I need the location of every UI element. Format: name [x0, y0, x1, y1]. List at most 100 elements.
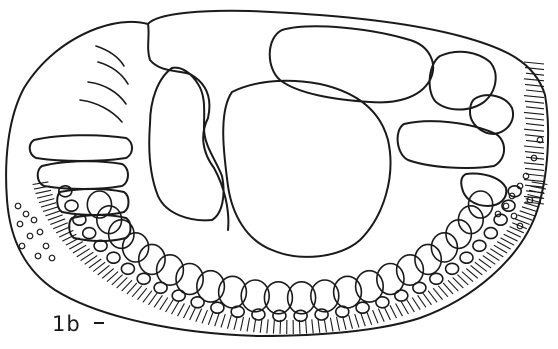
label-tick [94, 322, 104, 324]
fringe-line [524, 96, 544, 98]
septum [401, 302, 408, 315]
small-cell [83, 228, 96, 239]
septum [37, 195, 53, 199]
fringe-line [524, 180, 544, 182]
fringe-line [524, 163, 544, 165]
figure-label: 1b [52, 312, 81, 336]
septum [299, 320, 300, 334]
septum [143, 291, 152, 303]
small-cell [65, 200, 78, 211]
small-cell [121, 263, 134, 274]
septum [215, 313, 220, 326]
septum [160, 298, 168, 310]
septum [260, 319, 262, 333]
septum [504, 234, 518, 241]
fringe-line [524, 79, 544, 81]
fringe-line [525, 68, 544, 70]
small-cell [395, 290, 408, 301]
left-chamber-1 [30, 135, 132, 161]
small-cell [294, 310, 307, 321]
septum [208, 312, 213, 325]
small-cell [336, 306, 349, 317]
septum [373, 310, 378, 323]
septum [343, 316, 346, 330]
septum [221, 314, 225, 328]
right-chamber-2 [470, 95, 513, 134]
right-chamber-4 [461, 174, 506, 206]
left-chamber-2 [38, 161, 128, 189]
septum [196, 309, 202, 322]
septum [247, 318, 250, 332]
septum [45, 211, 60, 216]
septum [412, 298, 420, 310]
septum [202, 310, 207, 323]
septum [178, 304, 185, 317]
small-cell [460, 252, 473, 263]
septum [43, 207, 58, 212]
septum [234, 316, 237, 330]
septum [172, 302, 179, 315]
septum [520, 211, 535, 216]
speckle [49, 255, 55, 261]
small-cell [154, 282, 167, 293]
upper-chamber [270, 26, 433, 102]
speckle [43, 243, 49, 249]
septum [324, 318, 326, 332]
fringe-line [526, 157, 544, 159]
septum [318, 319, 320, 333]
septum [355, 314, 359, 328]
speckle [19, 243, 25, 249]
right-chamber-3 [398, 121, 504, 168]
septum [149, 293, 158, 305]
septum [378, 309, 384, 322]
septum [254, 318, 256, 332]
speckle [27, 233, 33, 239]
septum [384, 307, 390, 320]
septum [273, 320, 274, 334]
small-cell [484, 228, 497, 239]
fringe-line [524, 129, 544, 131]
fringe-line [525, 168, 544, 170]
septum [53, 223, 67, 229]
septum [280, 320, 281, 334]
speckle [15, 203, 21, 209]
small-cell [172, 290, 185, 301]
septum [522, 207, 537, 212]
small-cell [473, 240, 486, 251]
speckle [31, 217, 37, 223]
small-cell [376, 297, 389, 308]
fringe-line [526, 124, 544, 126]
small-cell [273, 310, 286, 321]
septum [337, 317, 340, 331]
septum [390, 305, 397, 318]
small-cell [446, 263, 459, 274]
fringe-line [526, 107, 544, 109]
septum [418, 295, 426, 307]
septum [39, 199, 54, 203]
speckle [511, 213, 517, 219]
septum [312, 319, 313, 333]
fringe-line [524, 62, 544, 64]
septum [154, 295, 162, 307]
septum [330, 318, 333, 332]
septum [138, 288, 147, 299]
speckle [23, 211, 29, 217]
septum [34, 186, 50, 189]
septum [50, 219, 65, 225]
speckle-dots [15, 137, 543, 261]
fringe-line [524, 146, 544, 148]
septum [433, 288, 442, 299]
right-chamber-1 [430, 52, 496, 110]
small-cell [231, 306, 244, 317]
fringe-line [524, 112, 544, 114]
small-cell [191, 297, 204, 308]
septum [361, 313, 366, 326]
septum [241, 317, 244, 331]
septum [228, 315, 232, 329]
small-cell [413, 282, 426, 293]
septum [428, 291, 437, 303]
septum [396, 304, 403, 317]
speckle [503, 203, 509, 209]
septum [306, 320, 307, 334]
